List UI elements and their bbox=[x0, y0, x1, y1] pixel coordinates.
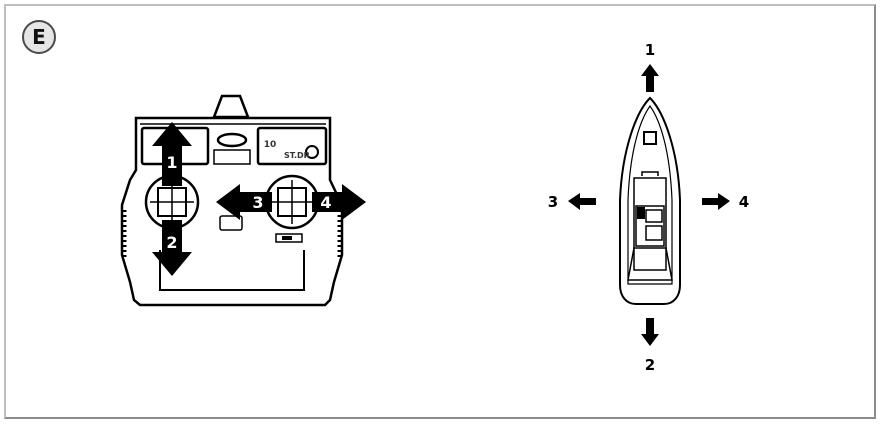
boat-arrow-forward bbox=[641, 64, 659, 92]
arrow-left-label: 3 bbox=[252, 193, 263, 212]
transmitter-right-window bbox=[256, 126, 328, 166]
transmitter-antenna-mount bbox=[212, 94, 250, 119]
transmitter-center-badge bbox=[219, 215, 243, 231]
boat-arrow-left bbox=[568, 193, 596, 210]
boat-cabin bbox=[633, 177, 667, 271]
diagram-frame bbox=[4, 4, 876, 419]
boat-arrow-right-label: 4 bbox=[739, 193, 749, 211]
boat-arrow-left-label: 3 bbox=[548, 193, 558, 211]
boat-hull bbox=[619, 96, 681, 305]
transmitter-power-knob bbox=[305, 145, 319, 159]
arrow-up bbox=[152, 122, 192, 186]
arrow-down bbox=[152, 220, 192, 276]
arrow-down-label: 2 bbox=[166, 233, 177, 252]
boat-arrows bbox=[568, 64, 730, 346]
transmitter-stop-label: ST.DR bbox=[284, 151, 310, 160]
boat-arrow-backward-label: 2 bbox=[645, 356, 655, 374]
boat-drawing bbox=[619, 96, 681, 305]
transmitter-center-switch bbox=[216, 132, 248, 148]
boat-cockpit bbox=[635, 205, 665, 247]
arrow-left bbox=[216, 184, 272, 220]
boat-arrow-forward-label: 1 bbox=[645, 41, 655, 59]
arrow-right bbox=[312, 184, 366, 220]
panel-label-badge: E bbox=[22, 20, 56, 54]
arrow-up-label: 1 bbox=[166, 153, 177, 172]
boat-bow-hatch bbox=[643, 131, 657, 145]
boat-arrow-right bbox=[702, 193, 730, 210]
boat-arrow-backward bbox=[641, 318, 659, 346]
transmitter-channel-label: 10 bbox=[264, 140, 277, 150]
transmitter-arrows bbox=[152, 122, 366, 276]
arrow-right-label: 4 bbox=[320, 193, 331, 212]
